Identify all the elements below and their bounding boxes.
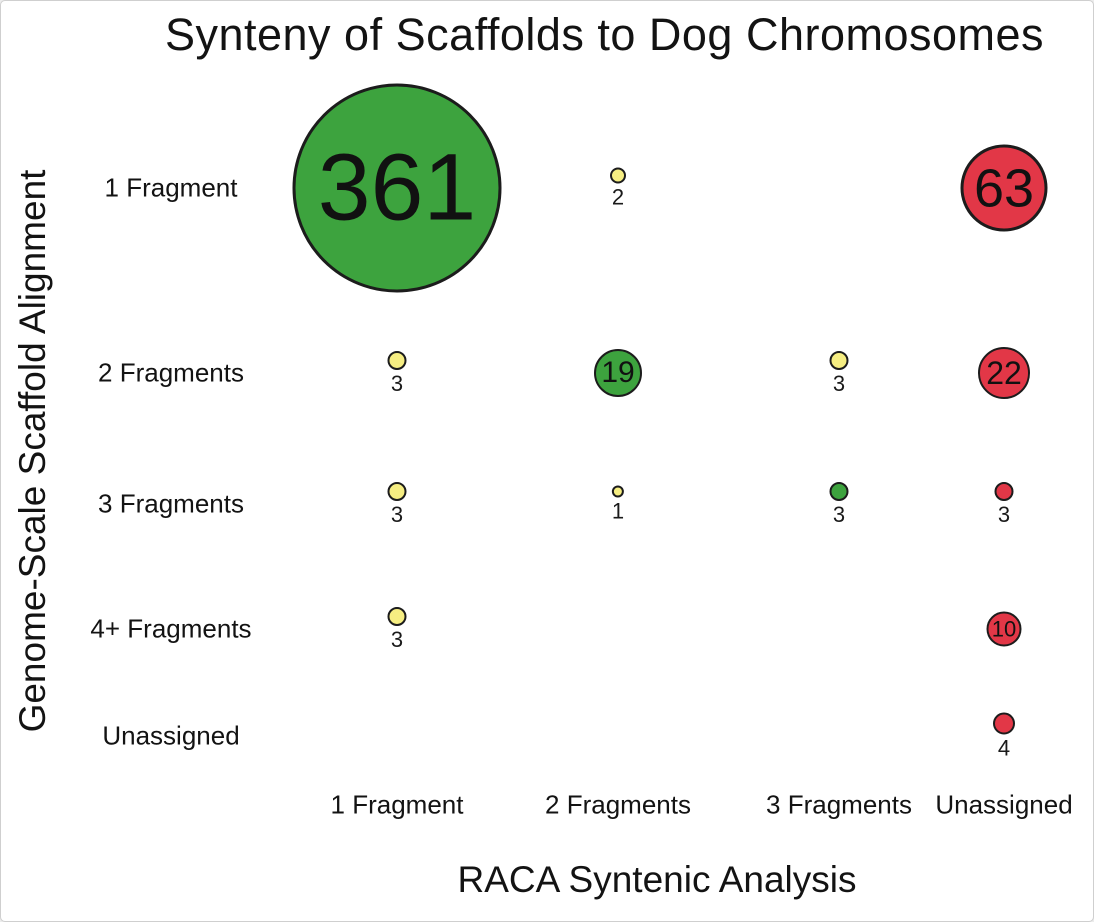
bubble-value: 22 xyxy=(986,355,1022,391)
bubble-value: 19 xyxy=(601,356,635,389)
y-axis-label: Genome-Scale Scaffold Alignment xyxy=(12,169,53,733)
x-tick-2-fragments: 2 Fragments xyxy=(545,789,691,820)
bubble-cell-3-fragments-2-fragments: 1 xyxy=(611,485,625,524)
bubble-cell-2-fragments-1-fragment: 3 xyxy=(387,351,407,396)
bubble-cell-3-fragments-3-fragments: 3 xyxy=(829,482,849,527)
bubble-cell-2-fragments-3-fragments: 3 xyxy=(829,351,849,396)
bubble-red: 63 xyxy=(960,144,1048,232)
bubble-yellow xyxy=(610,167,626,184)
bubble-green xyxy=(829,482,849,501)
bubble-cell-4-fragments-1-fragment: 3 xyxy=(387,607,407,652)
y-tick-unassigned: Unassigned xyxy=(102,720,240,751)
y-tick-4-fragments: 4+ Fragments xyxy=(90,613,252,644)
bubble-cell-1-fragment-2-fragments: 2 xyxy=(610,167,626,210)
bubble-cell-unassigned-unassigned: 4 xyxy=(993,712,1015,761)
bubble-yellow xyxy=(612,485,624,498)
y-tick-3-fragments: 3 Fragments xyxy=(98,488,244,519)
y-tick-2-fragments: 2 Fragments xyxy=(98,357,244,388)
x-tick-3-fragments: 3 Fragments xyxy=(766,789,912,820)
bubble-value: 1 xyxy=(611,498,625,524)
y-tick-1-fragment: 1 Fragment xyxy=(104,172,238,203)
bubble-value: 3 xyxy=(997,502,1011,527)
bubble-value: 3 xyxy=(390,627,404,652)
bubble-cell-2-fragments-2-fragments: 19 xyxy=(594,349,642,397)
chart-title: Synteny of Scaffolds to Dog Chromosomes xyxy=(164,9,1045,60)
bubble-yellow xyxy=(829,351,849,370)
bubble-cell-2-fragments-unassigned: 22 xyxy=(978,347,1030,399)
bubble-value: 3 xyxy=(390,371,404,396)
bubble-value: 63 xyxy=(973,158,1035,218)
bubble-yellow xyxy=(387,482,407,501)
bubble-red xyxy=(993,712,1015,735)
bubble-red: 10 xyxy=(986,611,1022,647)
bubble-value: 3 xyxy=(832,371,846,396)
bubble-green: 361 xyxy=(292,83,502,293)
bubble-value: 10 xyxy=(991,616,1017,641)
bubble-cell-1-fragment-unassigned: 63 xyxy=(960,144,1048,232)
bubble-cell-3-fragments-1-fragment: 3 xyxy=(387,482,407,527)
bubble-red: 22 xyxy=(978,347,1030,399)
bubble-yellow xyxy=(387,351,407,370)
bubble-green: 19 xyxy=(594,349,642,397)
bubble-cell-3-fragments-unassigned: 3 xyxy=(994,482,1014,527)
bubble-value: 2 xyxy=(611,184,625,210)
x-axis-label: RACA Syntenic Analysis xyxy=(457,859,857,900)
x-tick-unassigned: Unassigned xyxy=(935,789,1073,820)
bubble-value: 4 xyxy=(997,735,1011,761)
bubble-cell-4-fragments-unassigned: 10 xyxy=(986,611,1022,647)
bubble-red xyxy=(994,482,1014,501)
bubble-value: 361 xyxy=(317,134,477,241)
bubble-cell-1-fragment-1-fragment: 361 xyxy=(292,83,502,293)
bubble-value: 3 xyxy=(832,502,846,527)
bubble-yellow xyxy=(387,607,407,626)
x-tick-1-fragment: 1 Fragment xyxy=(330,789,464,820)
bubble-value: 3 xyxy=(390,502,404,527)
